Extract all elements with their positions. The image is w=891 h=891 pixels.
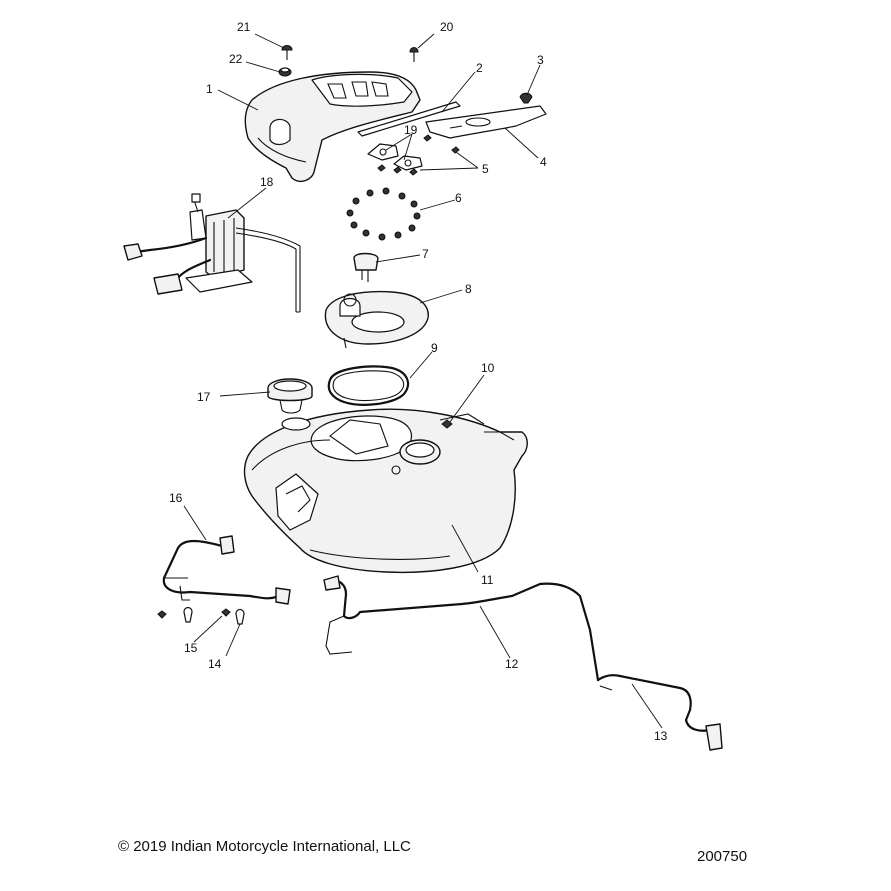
part-18-fuel-pump [123, 193, 301, 313]
part-5-screws [377, 134, 460, 176]
callout-5: 5 [482, 162, 489, 176]
callout-10: 10 [481, 361, 495, 375]
callout-9: 9 [431, 341, 438, 355]
part-21-screw [281, 45, 293, 60]
callout-20: 20 [440, 20, 454, 34]
callout-13: 13 [654, 729, 668, 743]
part-4-bracket [425, 105, 547, 139]
callout-15: 15 [184, 641, 198, 655]
part-3-fastener [519, 92, 533, 104]
part-12-fuel-line [323, 575, 600, 682]
callout-19: 19 [404, 123, 418, 137]
part-7-sender [353, 252, 379, 282]
callout-12: 12 [505, 657, 519, 671]
callout-3: 3 [537, 53, 544, 67]
callout-21: 21 [237, 20, 251, 34]
part-11-fuel-tank [243, 408, 528, 574]
callout-16: 16 [169, 491, 183, 505]
part-22-grommet [278, 67, 292, 77]
callout-17: 17 [197, 390, 211, 404]
part-8-mounting-plate [324, 290, 429, 349]
callout-4: 4 [540, 155, 547, 169]
callout-14: 14 [208, 657, 222, 671]
part-16-vent-line [162, 535, 291, 605]
part-6-nuts [346, 187, 421, 241]
part-13-fuel-line [596, 674, 723, 751]
drawing-number: 200750 [697, 848, 748, 865]
copyright-notice: © 2019 Indian Motorcycle International, … [118, 838, 411, 855]
callout-leaders [183, 33, 663, 729]
callout-labels: 1 2 3 4 5 6 7 8 9 10 11 12 13 14 15 16 1… [169, 20, 668, 743]
part-9-gasket [327, 365, 410, 406]
callout-8: 8 [465, 282, 472, 296]
callout-2: 2 [476, 61, 483, 75]
part-19-brackets [367, 143, 423, 171]
part-1-console-cover [244, 71, 421, 182]
part-14-clamps [221, 608, 245, 625]
part-2-trim-strip [357, 101, 461, 137]
callout-11: 11 [481, 573, 494, 587]
callout-22: 22 [229, 52, 243, 66]
callout-18: 18 [260, 175, 274, 189]
callout-1: 1 [206, 82, 213, 96]
part-10-vent-fitting [441, 419, 453, 429]
callout-7: 7 [422, 247, 429, 261]
part-20-screw [409, 47, 419, 62]
callout-6: 6 [455, 191, 462, 205]
part-15-clamps [157, 606, 193, 623]
part-17-fuel-cap [267, 378, 313, 414]
